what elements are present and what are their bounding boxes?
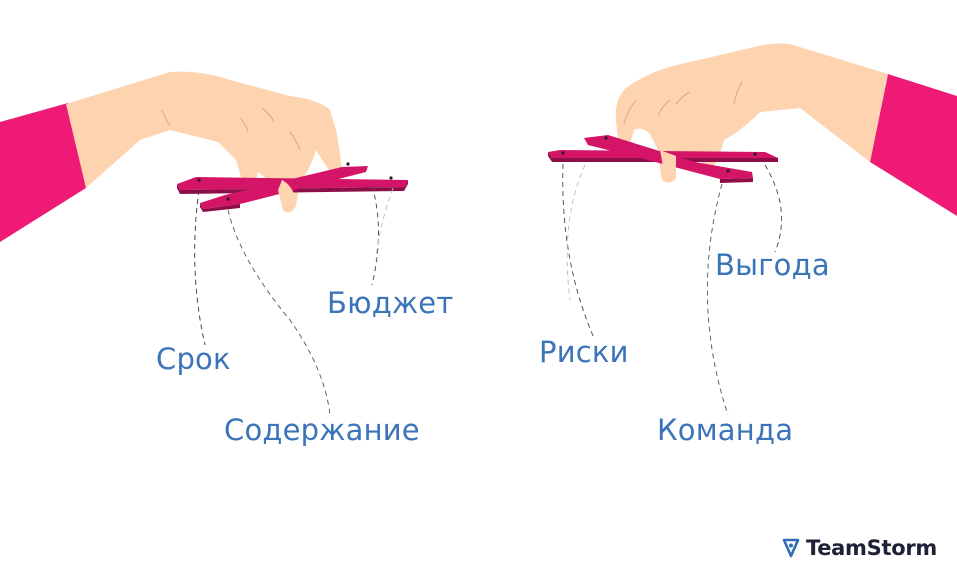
left-hand (66, 71, 342, 213)
label-komanda: Команда (657, 413, 794, 447)
map-pin-icon (782, 538, 800, 558)
right-hand-group (548, 43, 957, 416)
teamstorm-logo: TeamStorm (782, 536, 937, 560)
label-byudzhet: Бюджет (327, 286, 454, 320)
string-srok (194, 189, 206, 346)
label-srok: Срок (156, 342, 231, 376)
string-riski (562, 163, 595, 339)
right-hand (615, 43, 888, 183)
left-sleeve (0, 103, 86, 242)
logo-text: TeamStorm (806, 536, 937, 560)
right-sleeve (870, 74, 957, 216)
left-hand-group (0, 71, 408, 416)
label-soderzhanie: Содержание (224, 413, 420, 447)
string-komanda (706, 183, 729, 416)
label-vygoda: Выгода (715, 248, 830, 282)
string-vygoda (764, 164, 783, 253)
label-riski: Риски (539, 335, 629, 369)
string-byudzhet (371, 185, 379, 286)
string-soderzhanie (227, 209, 331, 416)
